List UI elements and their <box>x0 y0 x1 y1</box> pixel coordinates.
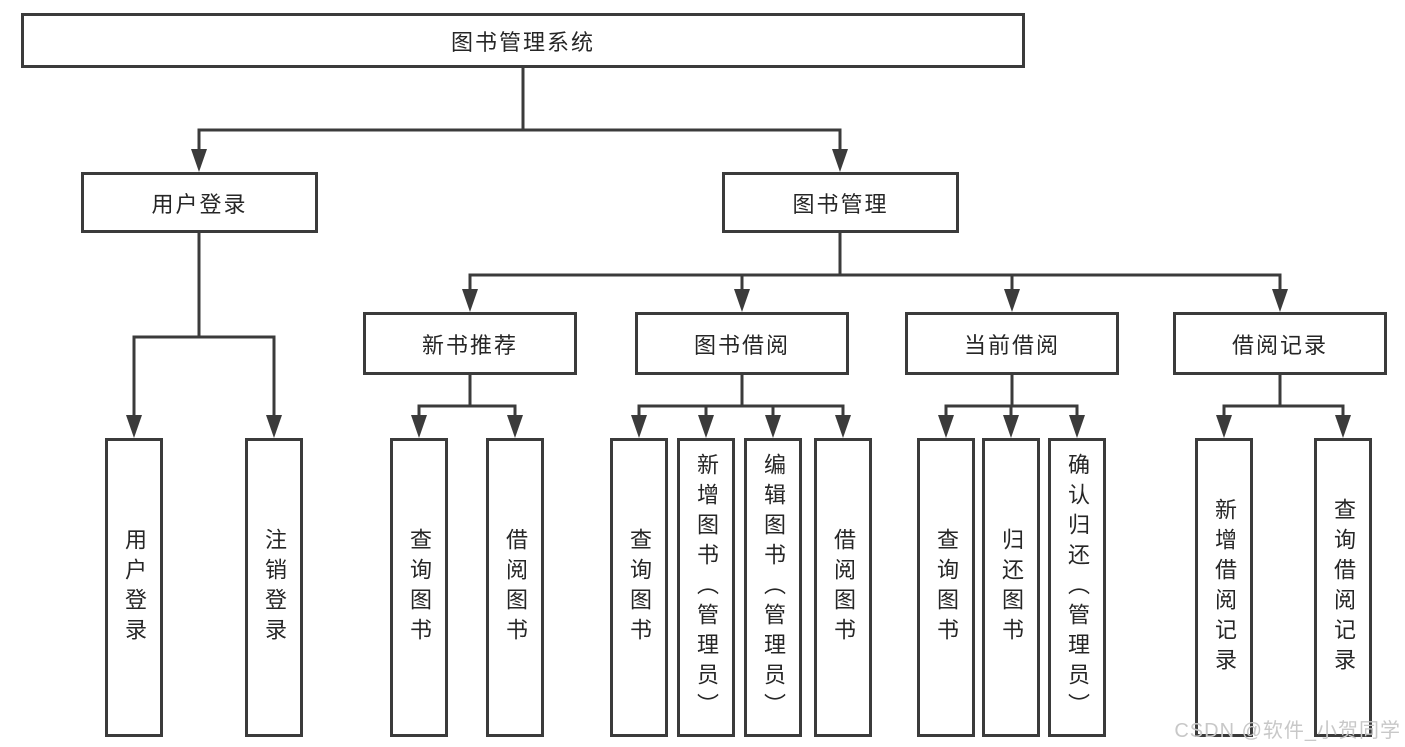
leaf-add-borrow-record: 新增借阅记录 <box>1195 438 1253 737</box>
leaf-search-borrow-record: 查询借阅记录 <box>1314 438 1372 737</box>
root-node-library-system: 图书管理系统 <box>21 13 1025 68</box>
leaf-borrow-books-recommend: 借阅图书 <box>486 438 544 737</box>
node-user-login: 用户登录 <box>81 172 318 233</box>
leaf-user-login: 用户登录 <box>105 438 163 737</box>
leaf-add-books-admin: 新增图书（管理员） <box>677 438 735 737</box>
leaf-logout: 注销登录 <box>245 438 303 737</box>
leaf-edit-books-admin: 编辑图书（管理员） <box>744 438 802 737</box>
leaf-return-books: 归还图书 <box>982 438 1040 737</box>
node-new-book-recommendation: 新书推荐 <box>363 312 577 375</box>
leaf-search-books-current: 查询图书 <box>917 438 975 737</box>
leaf-search-books-borrowing: 查询图书 <box>610 438 668 737</box>
node-book-management: 图书管理 <box>722 172 959 233</box>
node-current-borrowing: 当前借阅 <box>905 312 1119 375</box>
watermark-csdn: CSDN @软件_小贺同学 <box>1174 720 1401 742</box>
node-borrow-records: 借阅记录 <box>1173 312 1387 375</box>
node-book-borrowing: 图书借阅 <box>635 312 849 375</box>
leaf-borrow-books: 借阅图书 <box>814 438 872 737</box>
leaf-search-books-recommend: 查询图书 <box>390 438 448 737</box>
leaf-confirm-return-admin: 确认归还（管理员） <box>1048 438 1106 737</box>
